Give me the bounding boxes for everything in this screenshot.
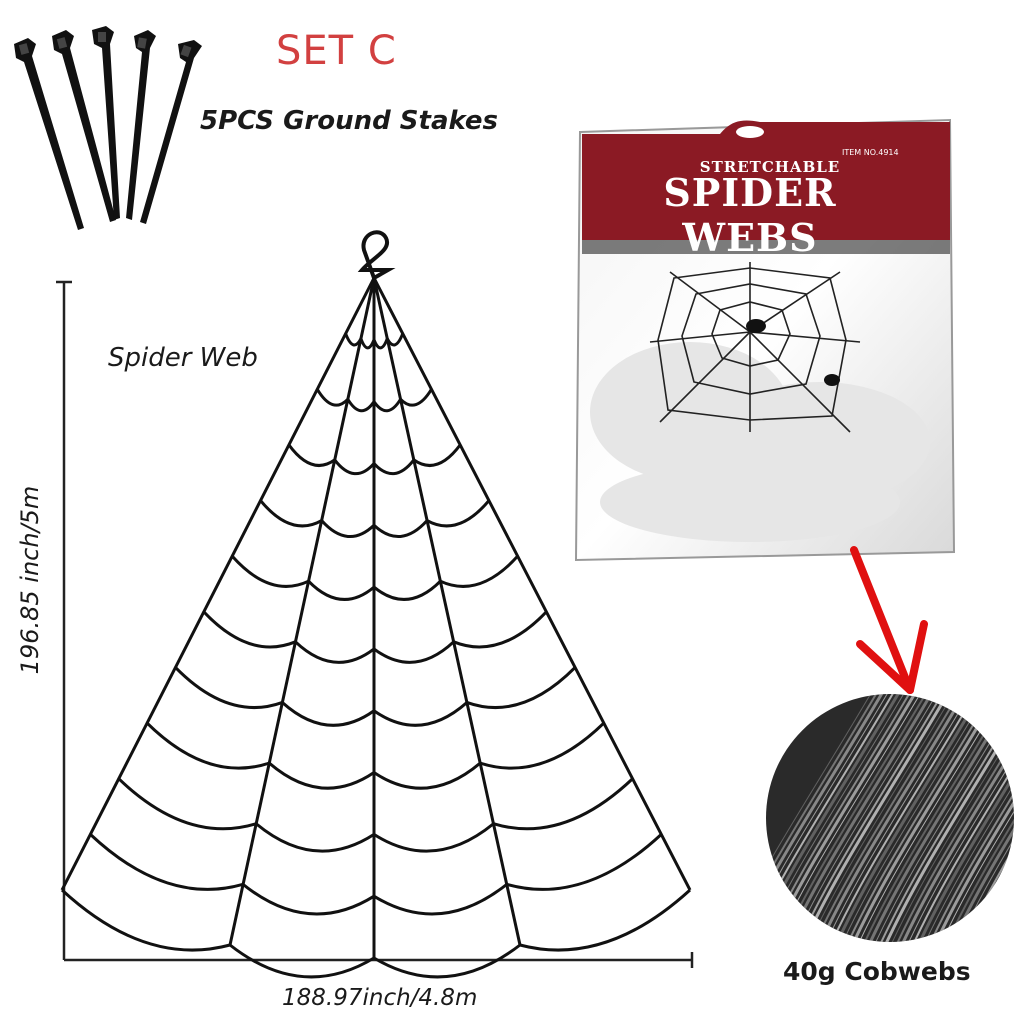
package-web-icon: [649, 262, 861, 433]
hook-icon: [357, 230, 396, 281]
cobweb-label: 40g Cobwebs: [783, 957, 971, 986]
cobweb-closeup: [766, 694, 1014, 942]
package-subtitle: STRETCHABLE: [699, 158, 841, 176]
spider-icon: [746, 319, 840, 386]
ground-stake-icon: [14, 26, 202, 230]
ground-stakes-illustration: [14, 26, 202, 230]
red-arrow-icon: [850, 546, 928, 694]
set-title: SET C: [276, 28, 397, 74]
height-dimension-label: 196.85 inch/5m: [16, 485, 44, 675]
web-strands: [60, 277, 692, 979]
web-label: Spider Web: [108, 343, 258, 373]
package-item-number: ITEM NO.4914: [842, 148, 899, 157]
package-header: [582, 120, 950, 240]
width-dimension-label: 188.97inch/4.8m: [282, 985, 478, 1011]
spider-webs-package: [574, 118, 956, 562]
package-title: SPIDER WEBS: [663, 170, 837, 260]
spider-web-diagram: [56, 230, 694, 979]
stakes-label: 5PCS Ground Stakes: [200, 106, 498, 136]
